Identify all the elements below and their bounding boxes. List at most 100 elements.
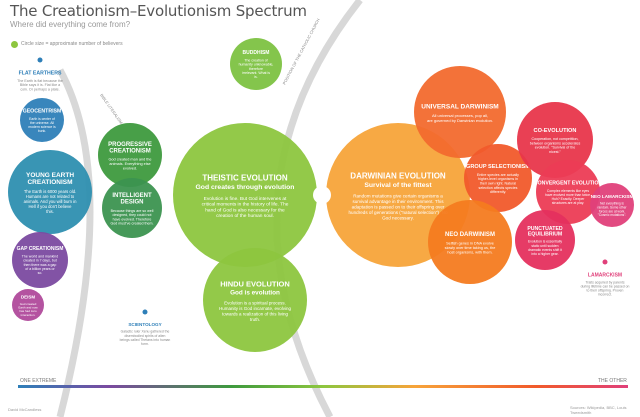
circle-neo-lamarckism (590, 183, 634, 227)
body-neo-lamarckism: random. Some other (597, 205, 627, 209)
body-young-earth-creationism: this. (46, 209, 54, 214)
title-scientology: SCIENTOLOGY (128, 322, 161, 327)
title-intelligent-design: INTELLIGENT (112, 193, 152, 199)
circle-theistic-evolution (173, 123, 317, 267)
body-gap-creationism: so. (38, 271, 43, 275)
body-co-evolution: evolution. "Survival of the (535, 146, 575, 150)
dot-scientology (142, 309, 148, 315)
body-geocentrism: bunk. (38, 129, 46, 133)
title-lamarckism: LAMARCKISM (588, 272, 622, 278)
body-geocentrism: modern science is (28, 125, 56, 129)
body-group-selectionism: Entire species are actually (477, 173, 519, 177)
title-intelligent-design: DESIGN (120, 199, 143, 205)
circle-buddhism (230, 38, 282, 90)
circle-intelligent-design (102, 178, 162, 238)
title-neo-lamarckism: NEO LAMARCKISM (591, 194, 634, 199)
body-group-selectionism: their own right. Natural (480, 182, 516, 186)
body-darwinian-evolution: God necessary. (382, 216, 414, 221)
subtitle-hindu-evolution: God is evolution (230, 289, 280, 296)
body-young-earth-creationism: Humans are not related to (26, 194, 75, 199)
legend-text: Circle size = approximate number of beli… (21, 41, 123, 47)
body-young-earth-creationism: animals. And you will burn in (24, 199, 78, 204)
title-punctuated-equilibrium: EQUILIBRIUM (528, 231, 562, 237)
circle-hindu-evolution (203, 248, 307, 352)
body-convergent-evolution: structures are at play. (552, 201, 584, 205)
axis-right-label: THE OTHER (598, 378, 627, 384)
body-universal-darwinism: All universal processes, pop all, (432, 113, 488, 118)
bible-literalism-label: BIBLE LITERALISM (99, 93, 124, 125)
body-gap-creationism: created in 7 days, but (23, 259, 56, 263)
title-deism: DEISM (21, 294, 36, 299)
body-convergent-evolution: Huh? Exactly. Deeper (552, 197, 586, 201)
circle-gap-creationism (12, 232, 68, 288)
body-scientology: disembodied spirits of alien (125, 334, 166, 338)
body-flat-earthers: The Earth is flat because the (17, 79, 63, 83)
page-subtitle: Where did everything come from? (10, 20, 131, 29)
body-darwinian-evolution: Random mutations give certain organisms … (353, 194, 443, 199)
body-theistic-evolution: critical moments in the history of life.… (202, 202, 289, 208)
body-deism: interaction. (21, 313, 36, 317)
body-intelligent-design: designed, they could not (113, 213, 152, 217)
body-convergent-evolution: have evolved more than twice. (545, 193, 591, 197)
body-group-selectionism: selection affects species (479, 186, 518, 190)
body-punctuated-equilibrium: dramatic events shift it (528, 248, 562, 252)
body-lamarckism: Traits acquired by parents (585, 281, 624, 285)
title-convergent-evolution: CONVERGENT EVOLUTION (534, 181, 603, 187)
page-title: The Creationism–Evolutionism Spectrum (10, 2, 307, 20)
body-buddhism: is. (254, 75, 258, 79)
title-buddhism: BUDDHISM (243, 50, 270, 56)
body-progressive-creationism: animals. Everything else (109, 162, 150, 166)
circle-punctuated-equilibrium (515, 210, 575, 270)
title-geocentrism: GEOCENTRISM (23, 109, 62, 115)
body-gap-creationism: The world and mankind (22, 254, 58, 258)
body-hindu-evolution: towards a realization of this living (222, 311, 289, 316)
body-neo-lamarckism: Not everything is (600, 202, 624, 206)
title-young-earth-creationism: YOUNG EARTH (26, 172, 74, 179)
body-co-evolution: Cooperation, not competition, (532, 137, 579, 141)
body-scientology: form. (141, 342, 149, 346)
body-intelligent-design: have evolved. Therefore (113, 217, 152, 221)
body-geocentrism: Earth is center of (29, 117, 55, 121)
body-intelligent-design: Because things are so well (111, 209, 154, 213)
body-neo-darwinism: Selfish genes in DNA evolve (446, 241, 494, 245)
axis-left-label: ONE EXTREME (20, 378, 57, 384)
circle-progressive-creationism (98, 123, 162, 187)
title-neo-darwinism: NEO DARWINISM (445, 232, 495, 238)
body-hindu-evolution: Humanity is God incarnate, evolving (219, 306, 292, 311)
body-young-earth-creationism: The Earth is 6000 years old. (24, 189, 76, 194)
body-buddhism: therefore (249, 67, 263, 71)
body-co-evolution: between organisms accelerates (530, 141, 581, 145)
body-universal-darwinism: are governed by Darwinian evolution. (427, 118, 493, 123)
body-buddhism: humanity unknowable, (239, 63, 274, 67)
circle-universal-darwinism (414, 66, 506, 158)
body-scientology: Galactic ruler Xenu gathered the (121, 330, 170, 334)
body-co-evolution: nicest." (549, 150, 561, 154)
title-darwinian-evolution: DARWINIAN EVOLUTION (350, 171, 446, 180)
footer-sources: Sources: Wikipedia, BBC, Louis Tweedsmit… (570, 405, 627, 415)
bible-literalism-arc (56, 68, 94, 417)
body-group-selectionism: differently. (490, 190, 506, 194)
circle-geocentrism (20, 98, 64, 142)
title-young-earth-creationism: CREATIONISM (27, 179, 72, 186)
subtitle-theistic-evolution: God creates through evolution (196, 184, 295, 191)
body-deism: Earth and now (18, 306, 38, 310)
circle-convergent-evolution (536, 160, 600, 224)
title-progressive-creationism: PROGRESSIVE (108, 142, 152, 148)
body-deism: has had zero (19, 309, 37, 313)
circle-deism (12, 289, 44, 321)
body-flat-earthers: Bible says it is. Flat like a (20, 83, 60, 87)
center-connector (313, 186, 331, 204)
body-gap-creationism: of a billion years or (25, 267, 55, 271)
title-gap-creationism: GAP CREATIONISM (17, 246, 64, 252)
body-darwinian-evolution: survival advantage in their environment.… (352, 199, 444, 204)
